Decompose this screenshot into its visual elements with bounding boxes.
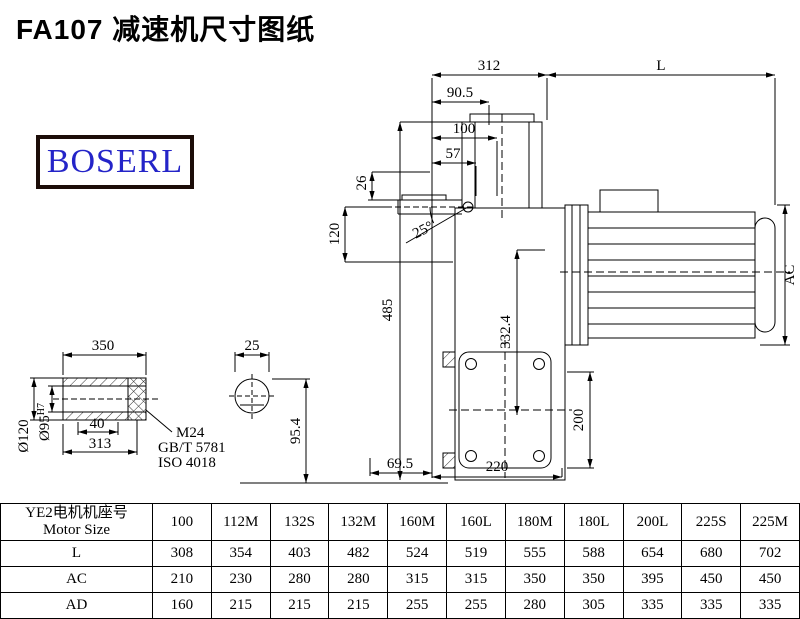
column-header: 132M xyxy=(328,503,389,541)
value-cell: 350 xyxy=(504,566,565,593)
dim-312: 312 xyxy=(478,58,501,74)
value-cell: 210 xyxy=(152,566,212,593)
value-cell: 308 xyxy=(152,540,212,567)
column-header: 200L xyxy=(622,503,683,541)
dim-95-4: 95.4 xyxy=(288,417,304,444)
column-header: 160L xyxy=(446,503,506,541)
value-cell: 335 xyxy=(740,592,800,619)
value-cell: 395 xyxy=(622,566,683,593)
value-cell: 305 xyxy=(563,592,624,619)
motor-size-header-en: Motor Size xyxy=(42,522,111,538)
value-cell: 450 xyxy=(740,566,800,593)
column-header: 225M xyxy=(740,503,800,541)
value-cell: 588 xyxy=(563,540,624,567)
dim-485: 485 xyxy=(380,299,396,322)
shaft-side-view xyxy=(30,352,173,455)
row-label: AC xyxy=(0,566,153,593)
logo-text: BOSERL xyxy=(46,143,184,180)
boserl-logo: BOSERL xyxy=(36,135,194,189)
dim-57: 57 xyxy=(446,146,462,162)
value-cell: 255 xyxy=(387,592,448,619)
dim-L: L xyxy=(656,58,665,74)
shaft-section-view xyxy=(229,352,310,483)
column-header: 180L xyxy=(563,503,624,541)
dim-313: 313 xyxy=(89,436,112,452)
column-header: 160M xyxy=(387,503,448,541)
column-header: 180M xyxy=(504,503,565,541)
motor-size-header-cn: YE2电机机座号 xyxy=(25,505,128,521)
page-title: FA107 减速机尺寸图纸 xyxy=(16,14,316,45)
dim-25: 25 xyxy=(245,338,260,354)
dim-90-5: 90.5 xyxy=(447,85,473,101)
column-header: 112M xyxy=(210,503,271,541)
value-cell: 519 xyxy=(446,540,506,567)
value-cell: 403 xyxy=(269,540,330,567)
value-cell: 160 xyxy=(152,592,212,619)
column-header: 100 xyxy=(152,503,212,541)
value-cell: 702 xyxy=(740,540,800,567)
value-cell: 255 xyxy=(446,592,506,619)
dim-26: 26 xyxy=(354,175,370,191)
dim-69-5: 69.5 xyxy=(387,456,413,472)
value-cell: 680 xyxy=(681,540,742,567)
dim-332-4: 332.4 xyxy=(498,315,514,349)
value-cell: 524 xyxy=(387,540,448,567)
value-cell: 215 xyxy=(269,592,330,619)
dim-m24: M24 xyxy=(176,425,205,441)
dim-350: 350 xyxy=(92,338,115,354)
column-header: 132S xyxy=(269,503,330,541)
dim-200: 200 xyxy=(571,409,587,432)
row-label: AD xyxy=(0,592,153,619)
column-header: 225S xyxy=(681,503,742,541)
value-cell: 335 xyxy=(622,592,683,619)
dim-dia-95: Ø95H7 xyxy=(36,403,53,441)
value-cell: 280 xyxy=(504,592,565,619)
dim-120: 120 xyxy=(327,223,343,246)
value-cell: 555 xyxy=(504,540,565,567)
value-cell: 354 xyxy=(210,540,271,567)
dim-220: 220 xyxy=(486,459,509,475)
value-cell: 335 xyxy=(681,592,742,619)
dimension-drawing: 312 L 90.5 100 57 26 120 25° 485 332.4 A… xyxy=(16,58,798,484)
value-cell: 215 xyxy=(210,592,271,619)
value-cell: 315 xyxy=(446,566,506,593)
value-cell: 280 xyxy=(328,566,389,593)
std-gbt-5781: GB/T 5781 xyxy=(158,440,226,456)
value-cell: 215 xyxy=(328,592,389,619)
value-cell: 450 xyxy=(681,566,742,593)
value-cell: 280 xyxy=(269,566,330,593)
dim-40: 40 xyxy=(90,416,105,432)
value-cell: 315 xyxy=(387,566,448,593)
value-cell: 482 xyxy=(328,540,389,567)
gearbox-main-view xyxy=(240,113,790,484)
dim-AC: AC xyxy=(782,265,798,286)
value-cell: 350 xyxy=(563,566,624,593)
value-cell: 230 xyxy=(210,566,271,593)
dimension-labels: 312 L 90.5 100 57 26 120 25° 485 332.4 A… xyxy=(16,58,798,475)
main-view-dimensions xyxy=(342,72,790,480)
dim-100: 100 xyxy=(453,121,476,137)
std-iso-4018: ISO 4018 xyxy=(158,455,216,471)
row-label: L xyxy=(0,540,153,567)
dim-dia-120: Ø120 xyxy=(16,419,32,452)
value-cell: 654 xyxy=(622,540,683,567)
